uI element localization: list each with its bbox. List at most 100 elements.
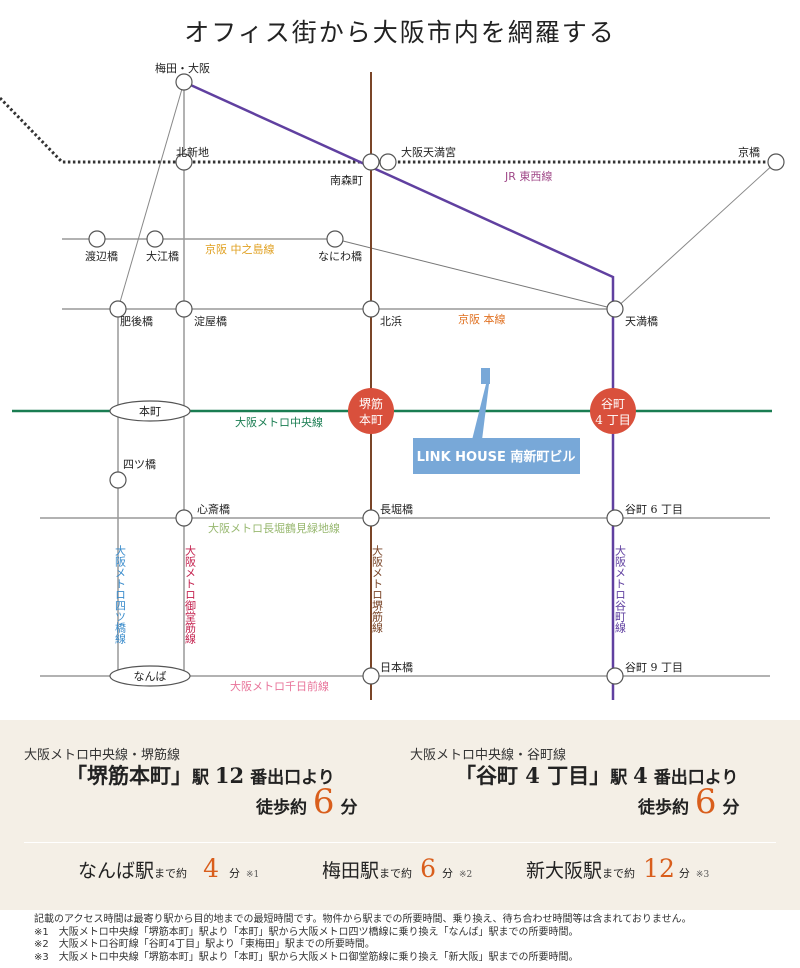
access-right-station-row: 「谷町 4 丁目」駅 4 番出口より: [455, 760, 738, 790]
building-label-box: [413, 438, 580, 474]
label-minamimorimachi: 南森町: [330, 173, 363, 187]
station-kyobashi: [767, 153, 785, 171]
callout-tail: [472, 384, 489, 440]
access-left-walk-row: 徒歩約 6 分: [256, 782, 357, 822]
access-left-walk-pre: 徒歩約: [256, 798, 313, 818]
label-honmachi: 本町: [139, 404, 161, 418]
access-right-walk-min: 6: [694, 782, 717, 822]
access-namba-note: ※1: [246, 870, 260, 880]
access-tanimachi-4: 大阪メトロ中央線・谷町線: [410, 744, 566, 763]
access-shin-osaka-min: 12: [643, 854, 675, 883]
footnote-2: ※2 大阪メトロ谷町線「谷町4丁目」駅より「東梅田」駅までの所要時間。: [34, 939, 375, 950]
station-labels: 梅田・大阪 北新地 大阪天満宮 南森町 京橋 渡辺橋 大江橋 なにわ橋 肥後橋 …: [85, 61, 760, 674]
label-tenmabashi: 天満橋: [625, 314, 658, 328]
station-namba: [109, 665, 191, 687]
label-tanimachi-6: 谷町 6 丁目: [625, 503, 683, 516]
label-chuo: 大阪メトロ中央線: [235, 415, 323, 429]
station-higobashi: [109, 300, 127, 318]
label-tanimachi-4-1: 谷町: [601, 397, 625, 411]
label-nakanoshima: 京阪 中之島線: [205, 242, 275, 256]
access-left-walk-post: 分: [334, 798, 358, 818]
label-sennichimae: 大阪メトロ千日前線: [230, 679, 329, 693]
railway-map: オフィス街から大阪市内を網羅する: [0, 18, 785, 700]
station-shinsaibashi: [175, 509, 193, 527]
station-oebashi: [146, 230, 164, 248]
access-left-lines: 大阪メトロ中央線・堺筋線: [24, 748, 181, 763]
access-shin-osaka-unit: 分: [678, 867, 690, 880]
label-shinsaibashi: 心斎橋: [197, 502, 230, 516]
station-tanimachi-6: [606, 509, 624, 527]
label-nipponbashi: 日本橋: [380, 660, 413, 674]
label-yotsubashi-st: 四ツ橋: [123, 457, 156, 471]
access-shin-osaka-made: まで約: [602, 867, 636, 880]
access-right-walk-row: 徒歩約 6 分: [638, 782, 739, 822]
label-tanimachi-line: 大阪メトロ谷町線: [614, 544, 627, 633]
tanimachi-line: [183, 80, 615, 700]
label-tanimachi-9: 谷町 9 丁目: [625, 661, 683, 674]
station-markers: [88, 73, 785, 685]
label-kitashinchi: 北新地: [176, 145, 209, 159]
access-right-walk-pre: 徒歩約: [638, 798, 695, 818]
station-honmachi: [109, 400, 191, 422]
oval-stations: 本町 なんば: [109, 400, 191, 687]
access-left-station: 「堺筋本町」: [66, 763, 192, 788]
station-umeda: [175, 73, 193, 91]
umeda-higobashi-link: [117, 81, 185, 310]
access-sakaisuji-honmachi: 大阪メトロ中央線・堺筋線: [24, 744, 180, 763]
label-oebashi: 大江橋: [146, 249, 179, 263]
station-naniwabashi: [326, 230, 344, 248]
label-osakatenmangu: 大阪天満宮: [401, 145, 456, 159]
access-left-walk-min: 6: [312, 782, 335, 822]
access-namba-min: 4: [203, 854, 219, 883]
jr-tozai-line: [0, 96, 776, 164]
station-watanabebashi: [88, 230, 106, 248]
vertical-line-labels: 大阪メトロ四ツ橋線 大阪メトロ御堂筋線 大阪メトロ堺筋線 大阪メトロ谷町線: [114, 544, 627, 644]
kyobashi-tenmabashi-link: [614, 161, 777, 310]
station-minamimorimachi: [362, 153, 380, 171]
access-right-walk-post: 分: [716, 798, 740, 818]
label-kitahama: 北浜: [380, 315, 402, 328]
station-yodoyabashi: [175, 300, 193, 318]
highlight-stations: 堺筋 本町 谷町 4 丁目: [348, 388, 636, 434]
access-divider: [24, 842, 776, 843]
access-right-exit-pre: 駅: [610, 768, 634, 788]
access-shin-osaka-station: 新大阪駅: [526, 860, 603, 882]
access-left-exit-num: 12: [214, 763, 245, 788]
access-panel: 大阪メトロ中央線・堺筋線 「堺筋本町」駅 12 番出口より 徒歩約 6 分 大阪…: [0, 720, 800, 910]
access-right-exit-post: 番出口より: [647, 768, 739, 788]
naniwabashi-tenmabashi-line: [334, 238, 616, 310]
label-midosuji-line: 大阪メトロ御堂筋線: [184, 544, 197, 644]
station-tanimachi-4: [590, 388, 636, 434]
access-namba-station: なんば駅: [78, 860, 155, 882]
footnotes: 記載のアクセス時間は最寄り駅から目的地までの最短時間です。物件から駅までの所要時…: [34, 914, 794, 964]
access-umeda-unit: 分: [441, 867, 453, 880]
label-kyobashi: 京橋: [738, 145, 760, 159]
access-umeda-made: まで約: [379, 867, 413, 880]
station-kitashinchi: [175, 153, 193, 171]
label-jr-tozai: JR 東西線: [504, 169, 552, 183]
label-keihan-main: 京阪 本線: [458, 312, 506, 326]
building-pin: [481, 368, 490, 384]
label-umeda: 梅田・大阪: [155, 61, 210, 75]
footnote-general: 記載のアクセス時間は最寄り駅から目的地までの最短時間です。物件から駅までの所要時…: [34, 914, 692, 925]
access-namba-unit: 分: [228, 867, 240, 880]
label-yodoyabashi: 淀屋橋: [194, 314, 227, 328]
station-yotsubashi: [109, 471, 127, 489]
label-naniwabashi: なにわ橋: [318, 249, 362, 263]
label-namba: なんば: [134, 670, 167, 683]
access-shin-osaka-note: ※3: [695, 870, 710, 880]
access-right-station: 「谷町 4 丁目」: [455, 763, 611, 788]
building-marker: LINK HOUSE 南新町ビル: [413, 368, 580, 474]
access-namba-made: まで約: [154, 867, 188, 880]
station-kitahama: [362, 300, 380, 318]
label-tanimachi-4-2: 4 丁目: [595, 413, 630, 427]
access-umeda-min: 6: [420, 854, 436, 883]
label-sakaisuji-honmachi-2: 本町: [359, 413, 383, 427]
station-tanimachi-9: [606, 667, 624, 685]
access-right-exit-num: 4: [633, 763, 648, 788]
access-left-station-row: 「堺筋本町」駅 12 番出口より: [66, 760, 335, 790]
building-label: LINK HOUSE 南新町ビル: [417, 449, 576, 465]
access-left-exit-pre: 駅: [192, 768, 215, 788]
label-watanabebashi: 渡辺橋: [85, 249, 118, 263]
